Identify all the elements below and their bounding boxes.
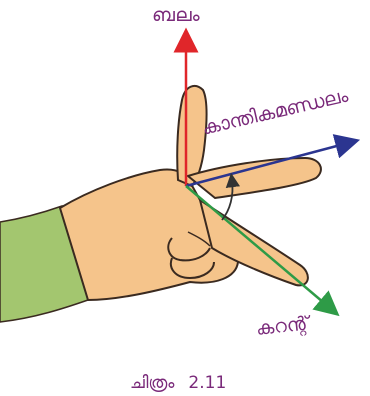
index-finger bbox=[188, 158, 321, 198]
figure-caption: ചിത്രം 2.11 bbox=[130, 373, 240, 393]
caption-number: 2.11 bbox=[188, 373, 226, 393]
force-label: ബലം bbox=[152, 4, 200, 26]
caption-prefix: ചിത്രം bbox=[130, 373, 174, 393]
